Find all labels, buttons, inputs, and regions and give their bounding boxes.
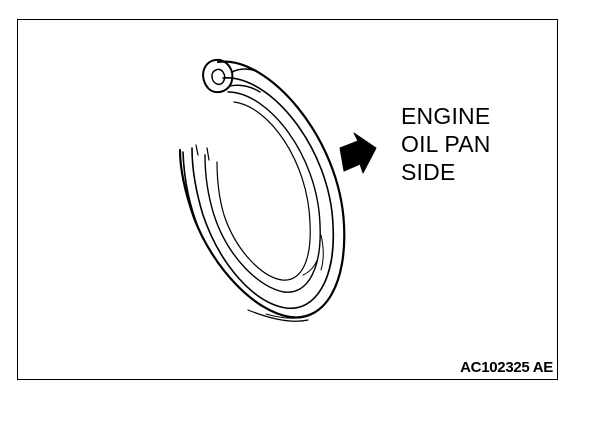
engine-oil-pan-side-label: ENGINE OIL PAN SIDE (401, 102, 491, 186)
oil-seal-illustration (178, 58, 377, 322)
oil-seal-ring-icon (178, 58, 346, 322)
figure-code: AC102325 AE (460, 359, 553, 376)
arrow-right-icon (339, 132, 377, 174)
label-line-2: OIL PAN (401, 131, 491, 157)
diagram-frame: ENGINE OIL PAN SIDE AC102325 AE (17, 19, 558, 380)
label-line-3: SIDE (401, 159, 456, 185)
label-line-1: ENGINE (401, 103, 491, 129)
